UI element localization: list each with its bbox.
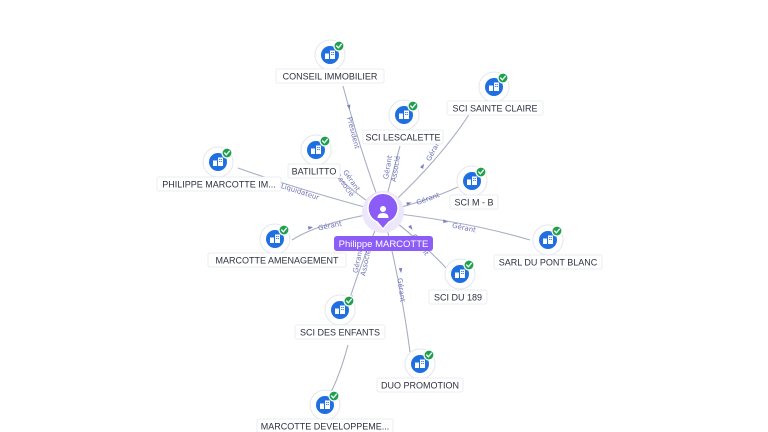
person-label-box — [334, 236, 433, 251]
building-icon — [489, 82, 499, 91]
company-node-sarl-du-pont-blanc[interactable]: SARL DU PONT BLANC — [493, 224, 603, 270]
edge-arrow — [442, 219, 449, 223]
company-node-marcotte-amenagement[interactable]: MARCOTTE AMENAGEMENT — [207, 223, 347, 268]
company-node-sci-du-189[interactable]: SCI DU 189 — [428, 258, 488, 305]
company-name: MARCOTTE DEVELOPPEME... — [261, 422, 390, 432]
company-name: SCI DU 189 — [434, 293, 482, 303]
company-name: DUO PROMOTION — [381, 381, 459, 391]
company-label-box — [156, 176, 282, 192]
company-label-box — [287, 163, 341, 179]
check-icon — [336, 43, 343, 49]
building-icon — [455, 269, 465, 278]
check-icon — [224, 150, 231, 156]
building-icon — [467, 176, 477, 185]
edge-role-text: Président — [345, 116, 361, 150]
check-icon — [281, 227, 288, 233]
edge-role-text: Gérant — [395, 278, 406, 303]
company-name: SCI LESCALETTE — [365, 133, 440, 143]
edge-arrow — [406, 202, 412, 206]
edge-label-sci-m-b: Gérant — [406, 191, 441, 207]
building-icon — [311, 145, 321, 154]
company-name: CONSEIL IMMOBILIER — [283, 72, 378, 82]
company-node-sci-sainte-claire[interactable]: SCI SAINTE CLAIRE — [446, 71, 544, 116]
edge-label-duo-promotion: Gérant — [395, 267, 407, 303]
company-name: BATILITTO — [292, 167, 337, 177]
company-label-box — [446, 100, 544, 116]
edge-role-text: Gérant — [451, 222, 476, 235]
company-label-box — [294, 324, 386, 340]
check-icon-bg — [551, 225, 563, 237]
edge-role-text: Gérant — [317, 220, 342, 233]
edge-marcotte-developpement — [329, 344, 349, 395]
check-icon — [554, 228, 561, 234]
edge-arrow — [408, 224, 413, 230]
company-node-sci-des-enfants[interactable]: SCI DES ENFANTS — [294, 294, 386, 340]
company-name: SARL DU PONT BLANC — [499, 258, 598, 268]
check-icon — [478, 169, 485, 175]
company-name: SCI M - B — [454, 198, 493, 208]
check-icon — [346, 298, 353, 304]
company-name: SCI SAINTE CLAIRE — [452, 104, 537, 114]
company-name: MARCOTTE AMENAGEMENT — [215, 256, 339, 266]
person-name: Philippe MARCOTTE — [339, 239, 429, 250]
check-icon-bg — [343, 295, 355, 307]
edge-arrow — [307, 226, 314, 230]
building-icon — [325, 50, 335, 59]
building-icon — [399, 110, 409, 119]
check-icon — [322, 138, 329, 144]
nodes-layer: CONSEIL IMMOBILIER SCI LESCALETTE SCI SAIN… — [156, 39, 603, 432]
check-icon — [410, 103, 417, 109]
edge-label-conseil-immobilier: Président — [345, 104, 361, 150]
company-label-box — [256, 418, 394, 432]
edge-arrow — [346, 104, 351, 110]
company-node-sci-m-b[interactable]: SCI M - B — [449, 165, 499, 210]
company-label-box — [362, 129, 444, 145]
building-icon — [270, 234, 280, 243]
check-icon-bg — [333, 40, 345, 52]
edge-label-marcotte-amenagement: Gérant — [307, 220, 343, 233]
company-label-box — [449, 194, 499, 210]
check-icon-bg — [328, 390, 340, 402]
building-icon — [415, 359, 425, 368]
company-label-box — [275, 68, 385, 84]
company-node-duo-promotion[interactable]: DUO PROMOTION — [376, 348, 464, 393]
edge-role-text: Gérant — [415, 191, 441, 207]
check-icon — [426, 352, 433, 358]
company-name: SCI DES ENFANTS — [300, 328, 380, 338]
company-label-box — [376, 377, 464, 393]
check-icon-bg — [278, 224, 290, 236]
edge-arrow — [420, 163, 424, 169]
building-icon — [543, 235, 553, 244]
person-icon — [377, 206, 389, 218]
check-icon-bg — [497, 72, 509, 84]
check-icon-bg — [221, 147, 233, 159]
company-label-box — [493, 254, 603, 270]
company-node-conseil-immobilier[interactable]: CONSEIL IMMOBILIER — [275, 39, 385, 84]
building-icon — [335, 305, 345, 314]
check-icon-bg — [423, 349, 435, 361]
person-node[interactable]: Philippe MARCOTTE — [334, 191, 433, 251]
check-icon — [466, 262, 473, 268]
check-icon-bg — [319, 135, 331, 147]
edge-arrow — [398, 267, 403, 274]
check-icon-bg — [407, 100, 419, 112]
company-label-box — [207, 252, 347, 268]
company-node-sci-lescalette[interactable]: SCI LESCALETTE — [362, 99, 444, 145]
company-label-box — [428, 289, 488, 305]
check-icon-bg — [475, 166, 487, 178]
company-node-marcotte-developpement[interactable]: MARCOTTE DEVELOPPEME... — [256, 389, 394, 432]
edge-label-sarl-du-pont-blanc: Gérant — [442, 219, 477, 234]
building-icon — [320, 400, 330, 409]
building-icon — [213, 157, 223, 166]
check-icon — [500, 75, 507, 81]
check-icon-bg — [463, 259, 475, 271]
check-icon — [331, 393, 338, 399]
company-name: PHILIPPE MARCOTTE IM... — [162, 180, 276, 190]
edge-role-text: Liquidateur — [280, 182, 320, 202]
company-node-batilitto[interactable]: BATILITTO — [287, 134, 341, 179]
company-node-philippe-marcotte-im[interactable]: PHILIPPE MARCOTTE IM... — [156, 146, 282, 192]
